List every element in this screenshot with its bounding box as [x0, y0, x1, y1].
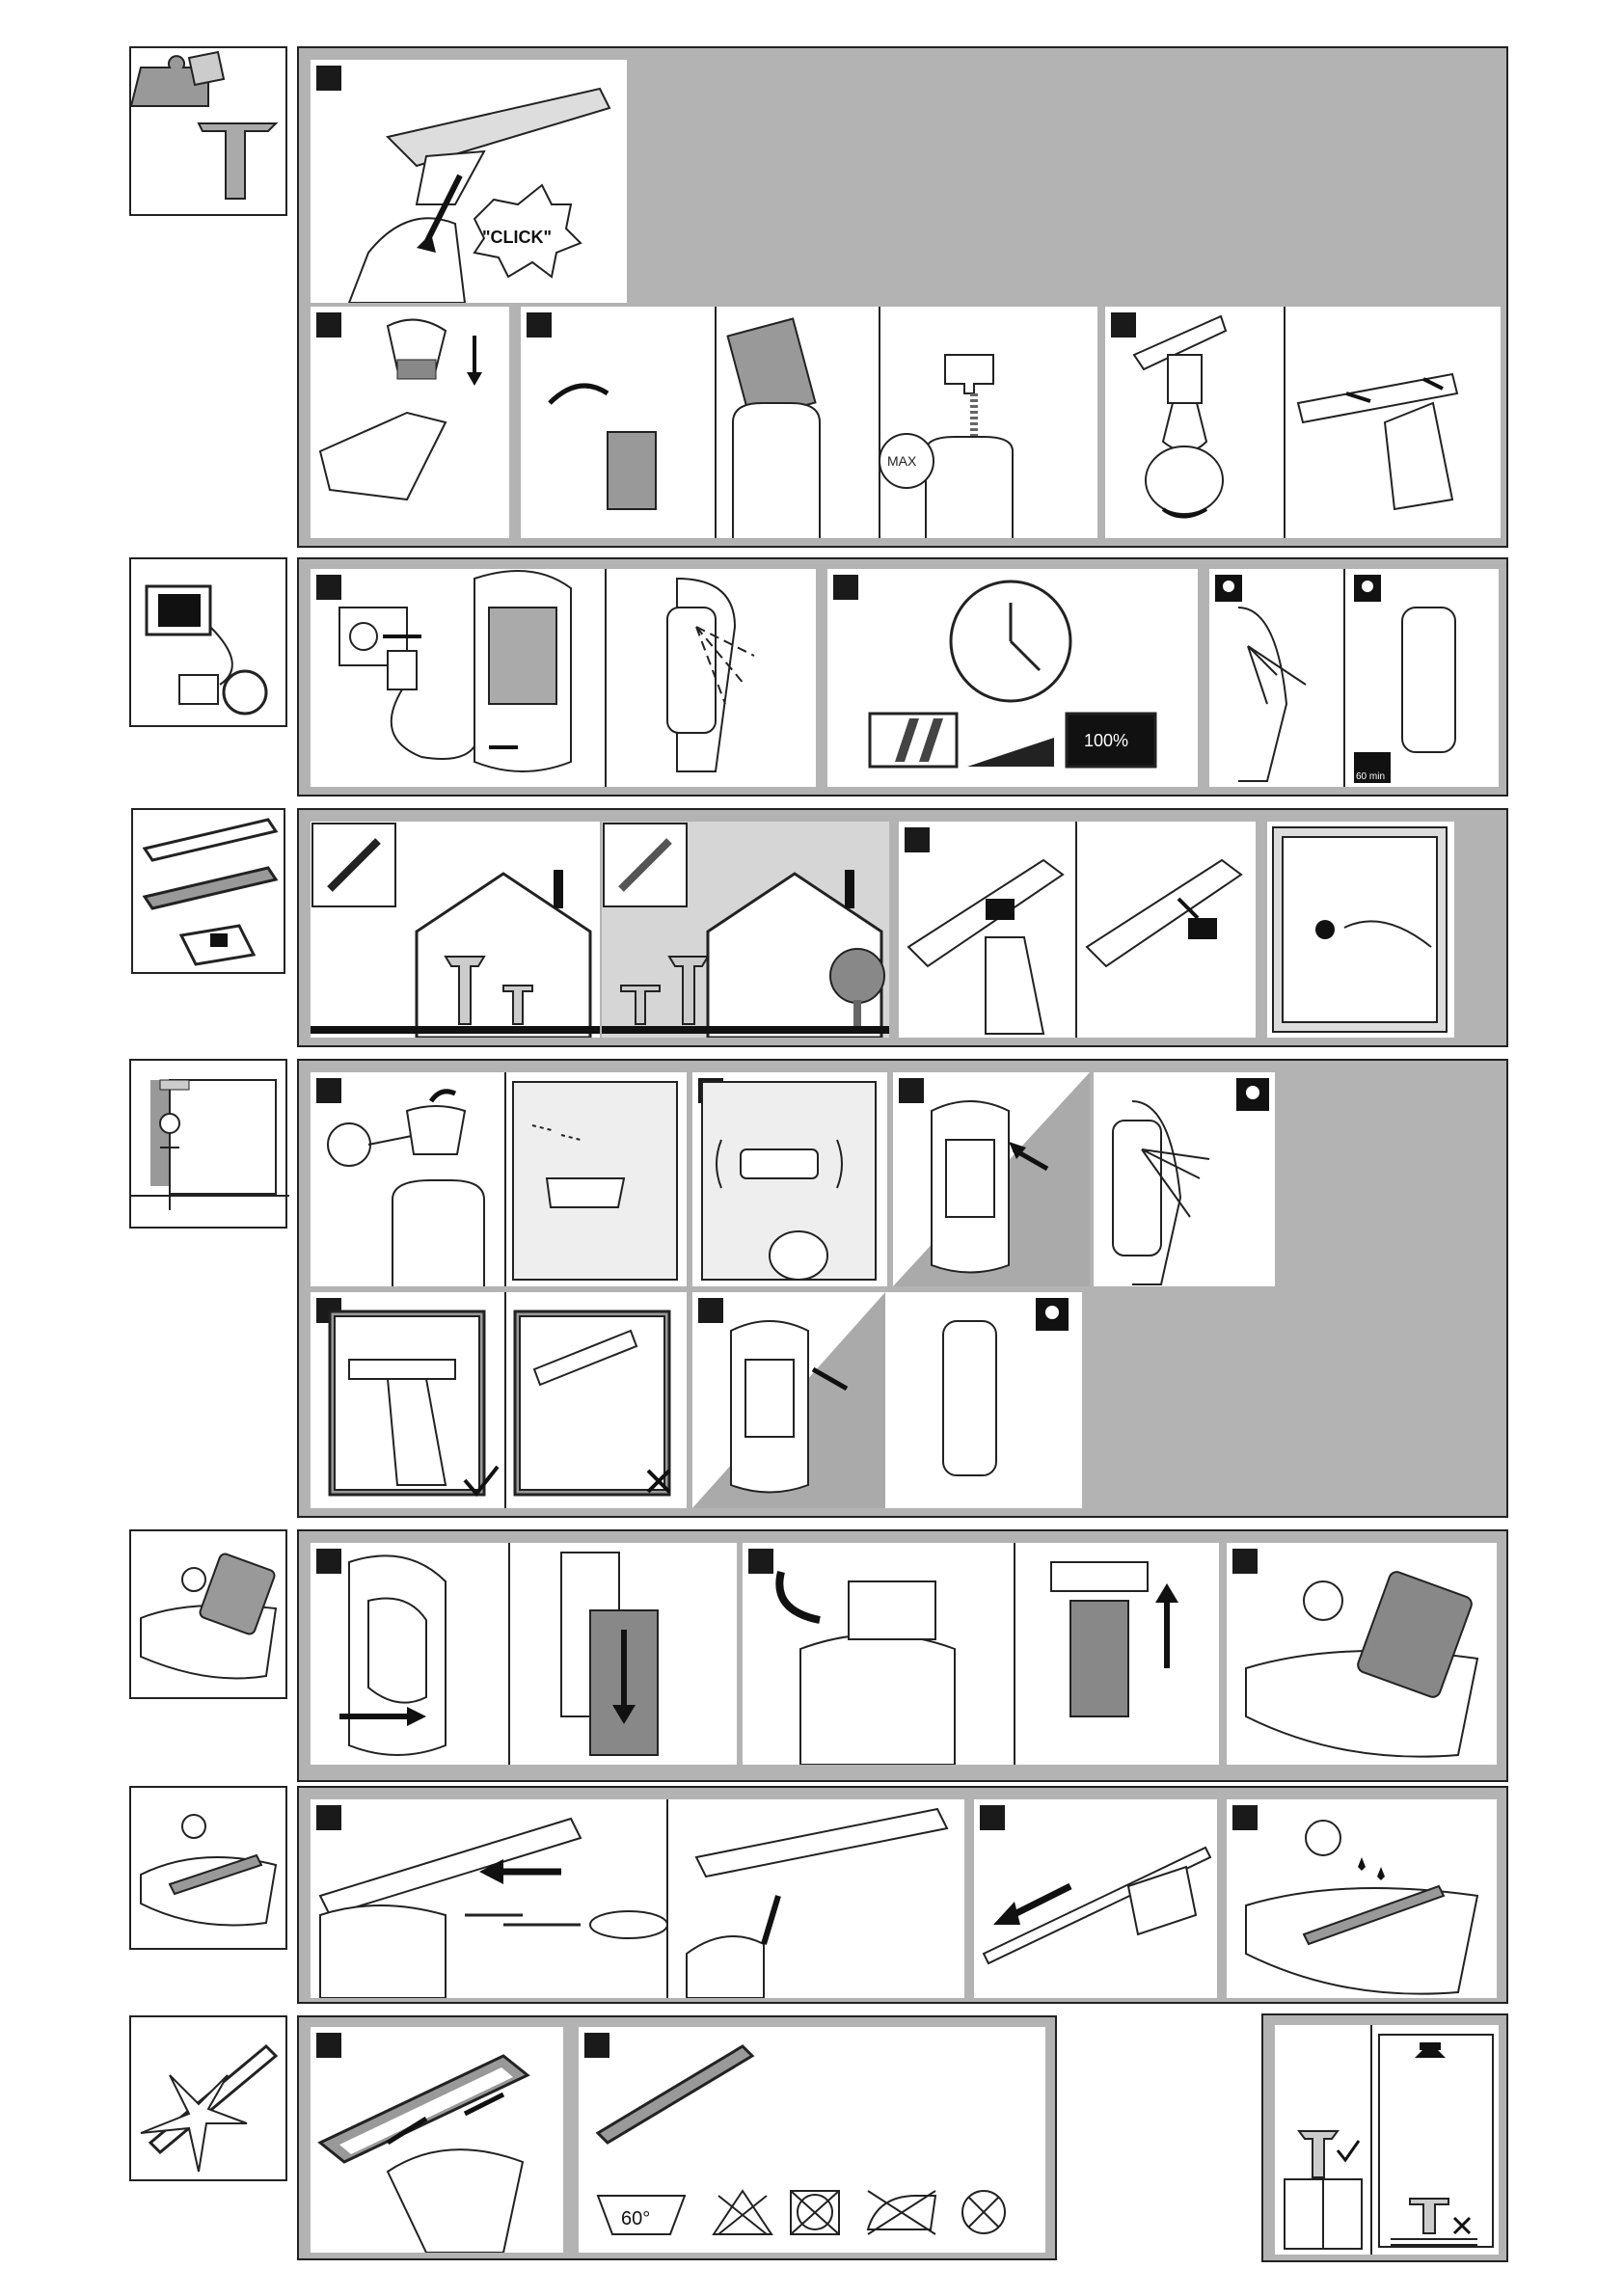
- step-outdoor: [602, 822, 889, 1038]
- panel-pads: [297, 808, 1508, 1047]
- step-attach-nozzle: "CLICK": [311, 60, 627, 303]
- step-charge-time: 100%: [827, 569, 1198, 787]
- step-indoor: [311, 822, 600, 1038]
- step-fill-tank: [1105, 307, 1501, 538]
- wash-instructions-illustration: 60°: [579, 2027, 1045, 2253]
- step-unscrew-blade: [311, 1799, 964, 1998]
- attach-nozzle-illustration: "CLICK": [311, 60, 627, 303]
- spray-bottle-illustration: [311, 307, 509, 538]
- cleaning-pads-icon: [133, 810, 287, 976]
- indicator-light-illustration: 60 min: [1209, 569, 1499, 787]
- remove-tank-illustration: [311, 1543, 737, 1765]
- open-tank-illustration: [743, 1543, 1219, 1765]
- step-light-on: [1094, 1072, 1275, 1286]
- step-vacuum-on: [893, 1072, 1090, 1286]
- spray-window-illustration: [311, 1072, 687, 1286]
- panel-assembly: "CLICK" MAX: [297, 46, 1508, 548]
- charger-icon: [131, 559, 289, 729]
- panel-blade-cleaning: [297, 1786, 1508, 2004]
- section-icon-assembly: [129, 46, 287, 216]
- step-remove-tank: [311, 1543, 737, 1765]
- step-remove-microfibre: [311, 2027, 563, 2253]
- plug-charger-illustration: [311, 569, 816, 787]
- panel-window-cleaning: [297, 1059, 1508, 1518]
- step-wash-instructions: 60°: [579, 2027, 1045, 2253]
- remove-blade-illustration: [974, 1799, 1217, 1998]
- rinse-blade-illustration: [1227, 1799, 1497, 1998]
- section-icon-tank: [129, 1529, 287, 1699]
- step-correct-angle: [311, 1292, 687, 1508]
- panel-charging: 100% 60 min: [297, 557, 1508, 797]
- section-icon-charging: [129, 557, 287, 727]
- section-icon-window: [129, 1059, 287, 1229]
- storage-illustration: [1275, 2025, 1499, 2255]
- blade-cleaning-icon: [131, 1788, 289, 1952]
- outdoor-illustration: [602, 822, 889, 1038]
- unscrew-blade-illustration: [311, 1799, 964, 1998]
- fill-tank-illustration: [1105, 307, 1501, 538]
- storage-icon: [1275, 2025, 1499, 2255]
- pad-wash-icon: [131, 2017, 289, 2183]
- vacuum-on-illustration: [893, 1072, 1090, 1286]
- light-on-illustration: [1094, 1072, 1275, 1286]
- detergent-illustration: MAX: [521, 307, 1097, 538]
- step-rinse-tank: [1227, 1543, 1497, 1765]
- panel-tank-cleaning: [297, 1529, 1508, 1782]
- step-open-tank: [743, 1543, 1219, 1765]
- timer-label: 60 min: [1356, 771, 1385, 782]
- max-label: MAX: [887, 453, 917, 469]
- section-icon-blade: [129, 1786, 287, 1950]
- remove-pad-illustration: [1267, 822, 1454, 1038]
- tank-cleaning-icon: [131, 1531, 289, 1701]
- indoor-illustration: [311, 822, 600, 1038]
- vacuum-off-illustration: [692, 1292, 1082, 1508]
- step-plug-charger: [311, 569, 816, 787]
- step-detergent: MAX: [521, 307, 1097, 538]
- puzzle-icon: [131, 48, 289, 218]
- charge-percent: 100%: [1084, 731, 1128, 750]
- step-vacuum-off: [692, 1292, 1082, 1508]
- attach-pad-illustration: [899, 822, 1256, 1038]
- rinse-tank-illustration: [1227, 1543, 1497, 1765]
- no-bleach-icon: [714, 2191, 771, 2234]
- section-icon-pad-wash: [129, 2015, 287, 2181]
- click-label: "CLICK": [482, 228, 552, 247]
- charge-time-illustration: 100%: [827, 569, 1198, 787]
- wipe-window-illustration: [692, 1072, 887, 1286]
- step-wipe-window: [692, 1072, 887, 1286]
- wash-temperature: 60°: [621, 2208, 650, 2229]
- step-rinse-blade: [1227, 1799, 1497, 1998]
- step-spray-window: [311, 1072, 687, 1286]
- step-attach-pad: [899, 822, 1256, 1038]
- window-cleaning-icon: [131, 1061, 289, 1230]
- step-indicator-light: 60 min: [1209, 569, 1499, 787]
- panel-storage: [1261, 2013, 1508, 2262]
- step-remove-pad: [1267, 822, 1454, 1038]
- section-icon-pads: [131, 808, 285, 974]
- correct-angle-illustration: [311, 1292, 687, 1508]
- panel-pad-wash: 60°: [297, 2015, 1057, 2260]
- remove-microfibre-illustration: [311, 2027, 563, 2253]
- step-spray-bottle: [311, 307, 509, 538]
- step-remove-blade: [974, 1799, 1217, 1998]
